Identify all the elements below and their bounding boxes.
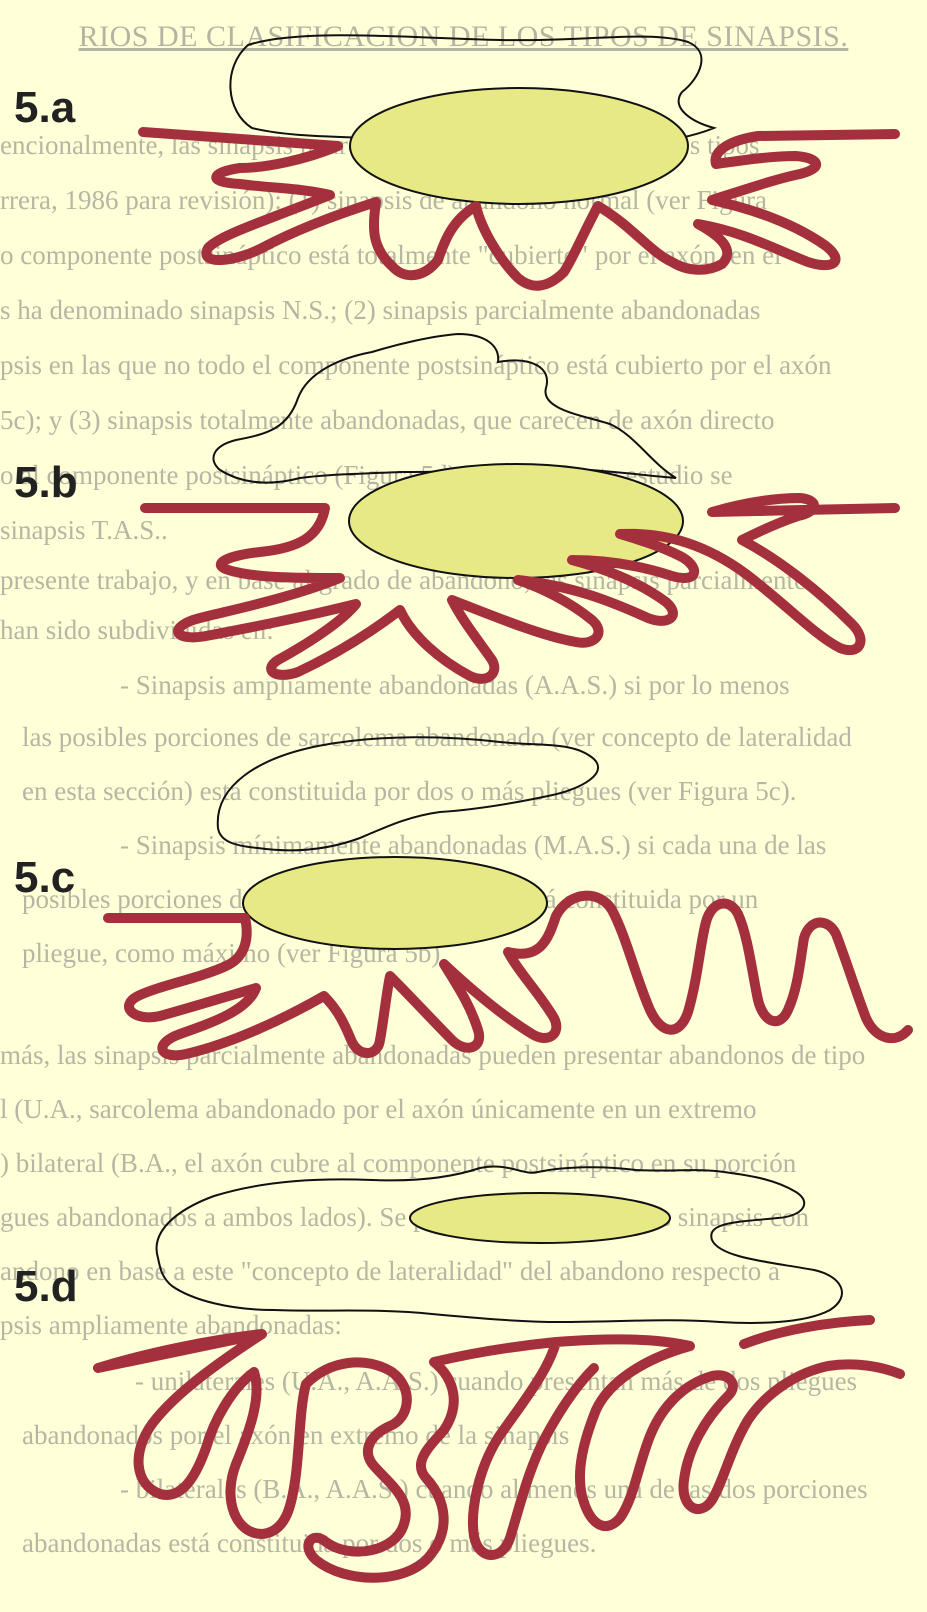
panel-label-5c: 5.c — [14, 853, 75, 903]
junctional-folds — [98, 1320, 900, 1578]
axon-terminal-outline — [157, 1166, 842, 1322]
nerve-terminal — [410, 1193, 670, 1243]
synapse-5a — [143, 35, 895, 285]
panel-label-5a: 5.a — [14, 83, 75, 133]
panel-label-5d: 5.d — [14, 1262, 78, 1312]
nerve-terminal — [243, 857, 547, 949]
synapse-5b — [145, 334, 895, 679]
synapse-5d — [98, 1166, 900, 1577]
axon-terminal-outline — [218, 737, 598, 850]
nerve-terminal — [350, 88, 688, 204]
synapse-5c — [108, 737, 908, 1055]
axon-terminal-outline — [213, 334, 676, 483]
panel-label-5b: 5.b — [14, 458, 78, 508]
